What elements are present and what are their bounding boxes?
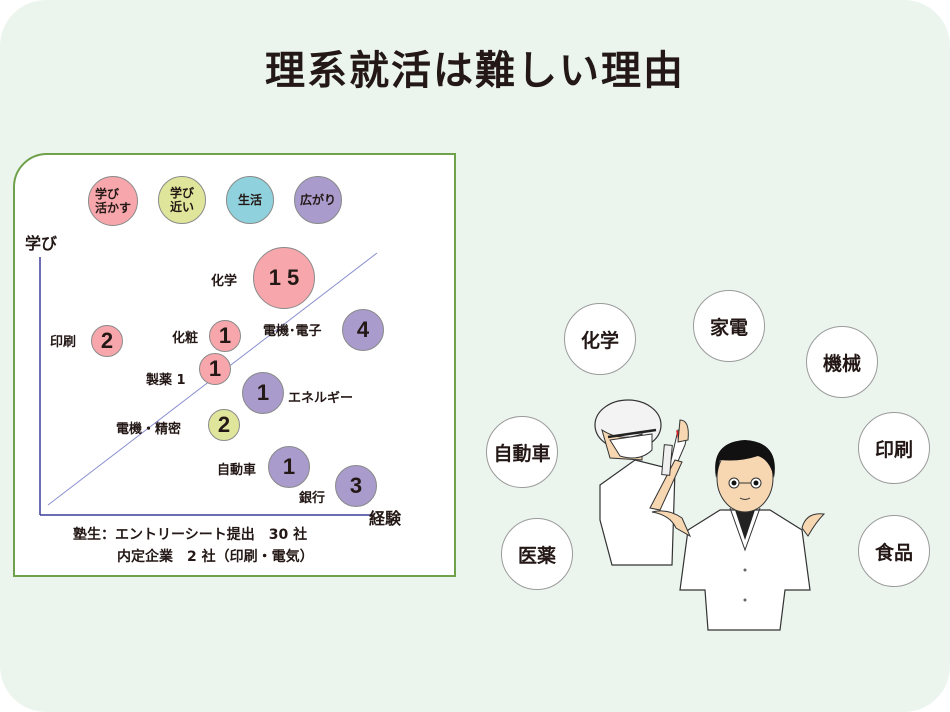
legend-label: 活かす — [94, 201, 131, 215]
industry-iyaku: 医薬 — [501, 518, 573, 590]
industry-kikai: 機械 — [806, 326, 878, 398]
legend-label: 学び — [94, 187, 119, 201]
bubble-label-jidosha: 自動車 — [217, 463, 257, 478]
legend-seikatsu: 生活 — [226, 176, 274, 224]
bubble-label-seiyaku: 製薬 1 — [146, 373, 186, 388]
legend-label: 学び — [169, 186, 194, 200]
bubble-denki-denshi: 4 — [342, 309, 384, 351]
legend-manabi-ikasu: 学び活かす — [88, 176, 138, 226]
bubble-seiyaku: 1 — [199, 353, 231, 385]
footer-entry-sheet: 塾生：エントリーシート提出 30 社 — [73, 527, 308, 543]
industry-kaden: 家電 — [693, 290, 765, 362]
legend-manabi-chikai: 学び近い — [158, 176, 206, 224]
industry-jidosha: 自動車 — [486, 416, 558, 488]
industry-kagaku: 化学 — [564, 303, 636, 375]
bubble-energy: 1 — [242, 372, 284, 414]
bubble-label-ginko: 銀行 — [299, 491, 326, 506]
legend-label: 広がり — [299, 193, 336, 207]
bubble-label-kesho: 化粧 — [172, 331, 199, 346]
bubble-label-energy: エネルギー — [288, 391, 354, 406]
x-axis-label: 経験 — [369, 509, 402, 528]
legend-label: 近い — [169, 200, 194, 214]
industry-insatsu: 印刷 — [858, 412, 930, 484]
legend-hirogari: 広がり — [294, 176, 342, 224]
bubble-denki-seimitsu: 2 — [208, 409, 240, 441]
lab-scientist-icon — [594, 399, 689, 566]
bubble-ginko: 3 — [335, 465, 377, 507]
bubble-jidosha: 1 — [268, 446, 310, 488]
bubble-label-denki-seimitsu: 電機・精密 — [116, 422, 182, 437]
bubble-label-kagaku: 化学 — [211, 274, 238, 289]
legend-label: 生活 — [237, 193, 262, 207]
bubble-label-denki-denshi: 電機･電子 — [263, 324, 322, 339]
bubble-label-insatsu: 印刷 — [50, 335, 77, 350]
page-title: 理系就活は難しい理由 — [265, 48, 685, 94]
bubble-chart-panel: 学び活かす 学び近い 生活 広がり 学び 経験 化学 1 5 印刷 2 化粧 1… — [13, 153, 456, 577]
industry-shokuhin: 食品 — [858, 515, 930, 587]
bubble-kesho: 1 — [209, 320, 241, 352]
bubble-insatsu: 2 — [91, 325, 123, 357]
bubble-kagaku: 1 5 — [253, 247, 315, 309]
scientists-illustration — [594, 399, 826, 631]
footer-offers: 内定企業 2 社（印刷・電気） — [117, 549, 314, 565]
y-axis-label: 学び — [25, 234, 58, 253]
presenter-scientist-icon — [651, 440, 826, 631]
